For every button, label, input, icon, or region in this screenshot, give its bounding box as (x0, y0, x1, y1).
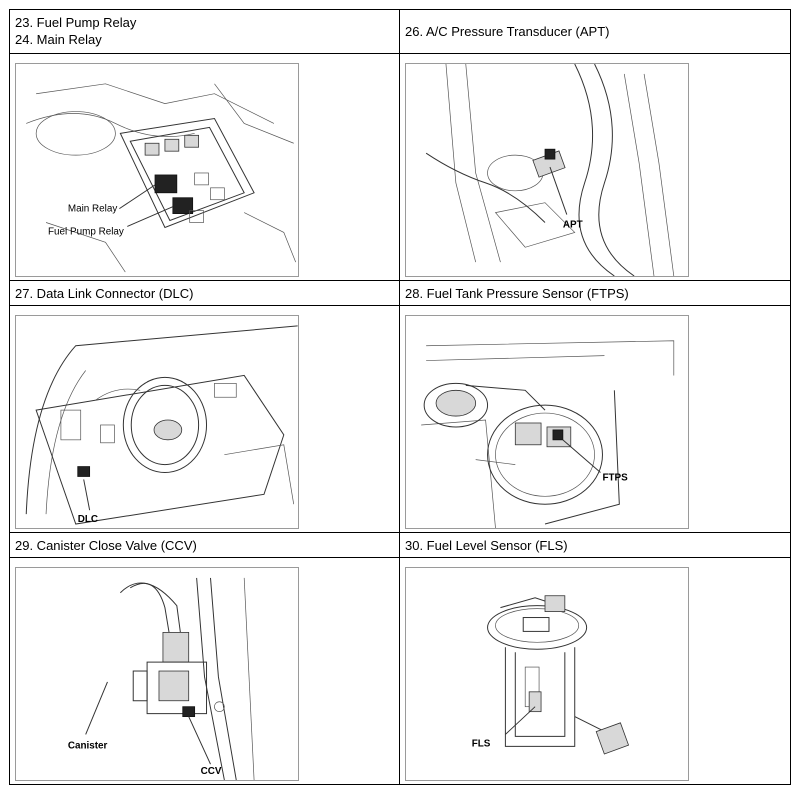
callout-main-relay: Main Relay (68, 204, 118, 215)
title-line: 23. Fuel Pump Relay (15, 15, 137, 30)
cell-title-dlc: 27. Data Link Connector (DLC) (15, 286, 194, 301)
callout-canister: Canister (68, 740, 108, 751)
cell-title-fuel-pump-relay: 23. Fuel Pump Relay 24. Main Relay (15, 14, 136, 48)
callout-apt: APT (563, 219, 583, 230)
figure-fls: FLS (405, 567, 689, 781)
callout-fuel-pump-relay: Fuel Pump Relay (48, 226, 124, 237)
row-divider (10, 532, 790, 533)
canister-illustration: Canister CCV (68, 577, 255, 780)
callout-dlc: DLC (78, 514, 98, 525)
fuel-pump-module-illustration: FLS (472, 595, 630, 755)
cell-title-ftps: 28. Fuel Tank Pressure Sensor (FTPS) (405, 286, 629, 301)
figure-ccv: Canister CCV (15, 567, 299, 781)
relay-box-illustration: Main Relay Fuel Pump Relay (26, 83, 297, 273)
row-divider (10, 305, 790, 306)
fuel-tank-illustration: FTPS (421, 340, 675, 528)
cell-title-fls: 30. Fuel Level Sensor (FLS) (405, 538, 568, 553)
cell-title-apt: 26. A/C Pressure Transducer (APT) (405, 24, 610, 39)
callout-fls: FLS (472, 738, 491, 749)
row-divider (10, 53, 790, 54)
callout-ftps: FTPS (602, 472, 628, 483)
apt-illustration: APT (425, 64, 675, 276)
title-line: 24. Main Relay (15, 32, 102, 47)
figure-dlc: DLC (15, 315, 299, 529)
figure-apt: APT (405, 63, 689, 277)
dashboard-illustration: DLC (25, 325, 298, 525)
cell-title-ccv: 29. Canister Close Valve (CCV) (15, 538, 197, 553)
callout-ccv: CCV (201, 766, 222, 777)
figure-relay-box: Main Relay Fuel Pump Relay (15, 63, 299, 277)
component-table: 23. Fuel Pump Relay 24. Main Relay 26. A… (9, 9, 791, 785)
row-divider (10, 557, 790, 558)
figure-ftps: FTPS (405, 315, 689, 529)
column-divider (399, 10, 400, 784)
row-divider (10, 280, 790, 281)
